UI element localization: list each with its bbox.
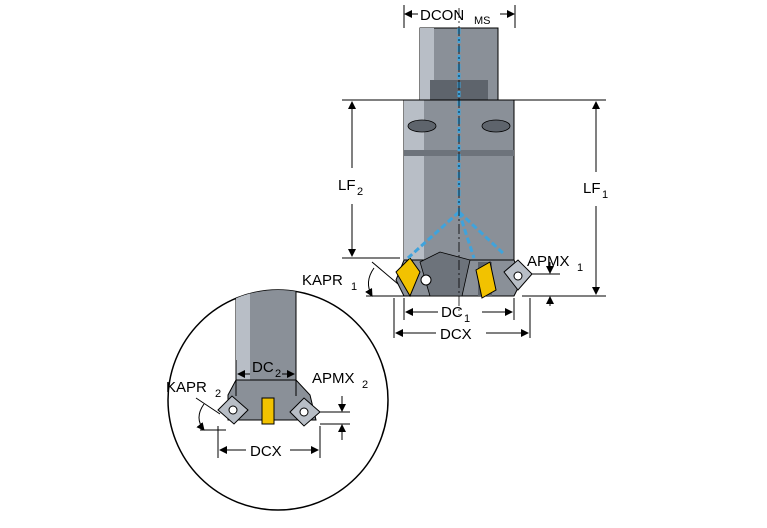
insert-right: [475, 259, 533, 299]
kapr2-label: KAPR: [166, 379, 207, 396]
dc2-subscript: 2: [275, 368, 281, 380]
dim-kapr1: [365, 261, 404, 297]
dim-dc2: [235, 360, 297, 396]
detail-view: [217, 290, 321, 427]
dcon-label: DCON: [420, 7, 464, 24]
apmx2-label: APMX: [312, 370, 355, 387]
dc2-label: DC: [252, 359, 274, 376]
apmx1-subscript: 1: [577, 262, 583, 274]
apmx2-subscript: 2: [362, 379, 368, 391]
dc1-label: DC: [441, 304, 463, 321]
dcx-detail-label: DCX: [250, 443, 282, 460]
dim-kapr2: [195, 397, 226, 431]
kapr1-subscript: 1: [351, 281, 357, 293]
lf1-subscript: 1: [602, 189, 608, 201]
kapr2-subscript: 2: [215, 388, 221, 400]
dim-dc1: [403, 298, 515, 320]
lf2-subscript: 2: [357, 186, 363, 198]
lf1-label: LF: [583, 180, 601, 197]
dim-dcon: [403, 5, 516, 28]
kapr1-label: KAPR: [302, 272, 343, 289]
lf2-label: LF: [338, 177, 356, 194]
dim-apmx2: [320, 396, 350, 440]
dim-dcx-detail: [217, 426, 321, 458]
apmx1-label: APMX: [527, 253, 570, 270]
dc1-subscript: 1: [464, 313, 470, 325]
insert-left: [395, 257, 421, 298]
dcon-subscript: MS: [474, 15, 491, 27]
dim-apmx1: [532, 262, 560, 306]
dim-dcx-main: [393, 298, 531, 338]
dcx-main-label: DCX: [440, 326, 472, 343]
